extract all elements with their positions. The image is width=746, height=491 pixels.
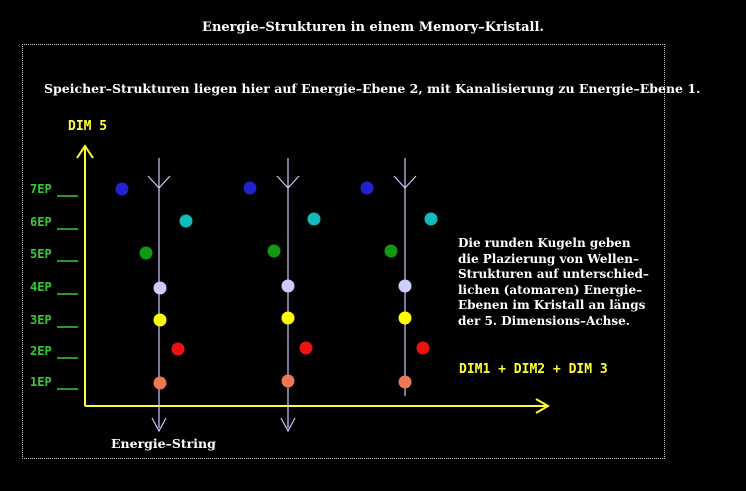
ball-2ep [299, 341, 313, 355]
level-label-1: 1EP [30, 375, 52, 389]
ball-group-1 [115, 182, 193, 390]
ball-5ep [384, 244, 398, 258]
energy-strings [147, 158, 417, 433]
ball-5ep [139, 246, 153, 260]
level-label-5: 5EP [30, 247, 52, 261]
level-label-6: 6EP [30, 215, 52, 229]
description-text: Die runden Kugeln geben die Plazierung v… [458, 236, 649, 328]
ball-5ep [267, 244, 281, 258]
ball-6ep [424, 212, 438, 226]
ball-2ep [416, 341, 430, 355]
ball-4ep [398, 279, 412, 293]
energy-string-2-bottom-arrow [280, 417, 296, 433]
ball-2ep [171, 342, 185, 356]
ball-7ep [243, 181, 257, 195]
ball-7ep [115, 182, 129, 196]
level-label-7: 7EP [30, 182, 52, 196]
y-axis-arrow [76, 144, 94, 159]
ball-group-3 [360, 181, 438, 389]
axes [76, 144, 550, 414]
energy-string-label: Energie–String [111, 436, 216, 451]
level-label-2: 2EP [30, 344, 52, 358]
level-label-3: 3EP [30, 313, 52, 327]
level-underscores [57, 195, 78, 390]
ball-1ep [153, 376, 167, 390]
ball-6ep [179, 214, 193, 228]
y-axis-label: DIM 5 [68, 119, 108, 134]
ball-3ep [398, 311, 412, 325]
ball-4ep [281, 279, 295, 293]
energy-string-3-top-arrow [393, 175, 417, 189]
diagram-canvas [57, 144, 550, 433]
x-axis-label: DIM1 + DIM2 + DIM 3 [459, 362, 608, 377]
ball-6ep [307, 212, 321, 226]
diagram-frame [22, 44, 665, 459]
ball-1ep [398, 375, 412, 389]
energy-string-1-top-arrow [147, 175, 171, 189]
ball-group-2 [243, 181, 321, 388]
ball-3ep [281, 311, 295, 325]
ball-1ep [281, 374, 295, 388]
ball-3ep [153, 313, 167, 327]
diagram-title: Energie–Strukturen in einem Memory–Krist… [202, 20, 544, 35]
ball-4ep [153, 281, 167, 295]
level-label-4: 4EP [30, 280, 52, 294]
x-axis-arrow [535, 398, 550, 414]
energy-string-1-bottom-arrow [151, 417, 167, 433]
energy-string-2-top-arrow [276, 175, 300, 189]
ball-7ep [360, 181, 374, 195]
diagram-subtitle: Speicher–Strukturen liegen hier auf Ener… [44, 81, 701, 96]
